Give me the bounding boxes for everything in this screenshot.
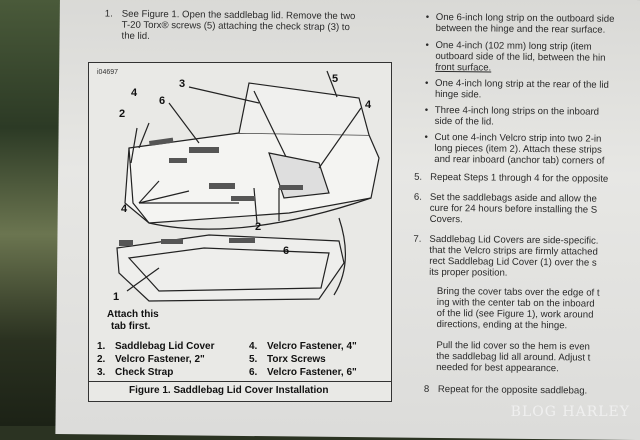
figure-caption: Figure 1. Saddlebag Lid Cover Installati… <box>129 385 328 396</box>
legend-text-1: Saddlebag Lid Cover <box>115 341 214 352</box>
attach-note-line-2: tab first. <box>111 321 150 332</box>
step-8-text: Repeat for the opposite saddlebag. <box>438 384 587 397</box>
step-6-line-3: Covers. <box>430 214 463 225</box>
step-1-number: 1. <box>105 8 113 19</box>
legend-text-6: Velcro Fastener, 6" <box>267 367 357 378</box>
legend-text-4: Velcro Fastener, 4" <box>267 341 357 352</box>
para-2-line-3: needed for best appearance. <box>436 362 559 374</box>
step-8-number: 8 <box>424 384 429 395</box>
step-5-number: 5. <box>414 172 422 183</box>
callout-5: 5 <box>332 73 338 85</box>
saddlebag-illustration <box>89 63 391 303</box>
legend-text-2: Velcro Fastener, 2" <box>115 354 205 365</box>
callout-4-bottom: 4 <box>121 203 127 215</box>
step-6-number: 6. <box>414 192 422 203</box>
bullet-4-b: side of the lid. <box>435 116 494 128</box>
callout-2-left: 2 <box>119 108 125 120</box>
para-1-line-4: directions, ending at the hinge. <box>437 319 568 331</box>
legend-text-3: Check Strap <box>115 367 173 378</box>
callout-4-top: 4 <box>131 87 137 99</box>
callout-6-top: 6 <box>159 95 165 107</box>
step-1-line-2: T-20 Torx® screws (5) attaching the chec… <box>122 20 350 33</box>
callout-6-bottom: 6 <box>283 245 289 257</box>
callout-2-bottom: 2 <box>255 221 261 233</box>
step-5-text: Repeat Steps 1 through 4 for the opposit… <box>430 172 608 185</box>
figure-1-box: i04697 <box>88 62 392 402</box>
legend-num-6: 6. <box>249 367 257 378</box>
legend-num-1: 1. <box>97 341 105 352</box>
callout-1: 1 <box>113 291 119 303</box>
attach-note-line-1: Attach this <box>107 309 159 320</box>
step-7-number: 7. <box>413 234 421 245</box>
callout-4-right: 4 <box>365 99 371 111</box>
legend-text-5: Torx Screws <box>267 354 326 365</box>
bullet-5-c: and rear inboard (anchor tab) corners of <box>434 154 604 167</box>
legend-num-3: 3. <box>97 367 105 378</box>
step-1-line-3: the lid. <box>122 31 150 42</box>
legend-num-4: 4. <box>249 341 257 352</box>
bullet-3-b: hinge side. <box>435 89 482 100</box>
legend-num-2: 2. <box>97 354 105 365</box>
legend-num-5: 5. <box>249 354 257 365</box>
bullet-1-b: between the hinge and the rear surface. <box>436 23 606 36</box>
step-7-line-4: its proper position. <box>429 267 508 279</box>
watermark: BLOG HARLEY <box>511 404 630 420</box>
bullet-2-c: front surface. <box>435 62 491 74</box>
callout-3: 3 <box>179 78 185 90</box>
